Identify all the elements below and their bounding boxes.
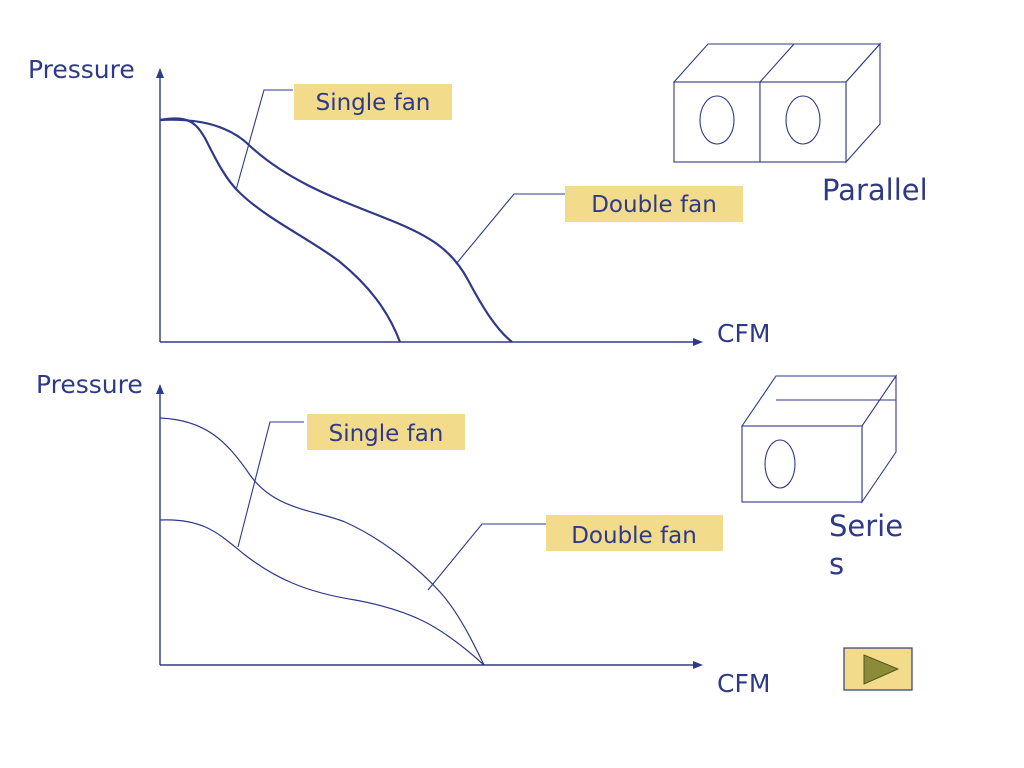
- bottom-single-fan-curve: [159, 519, 485, 666]
- top-single-fan-tag: Single fan: [294, 84, 452, 120]
- parallel-fans-icon: [672, 42, 882, 164]
- bottom-y-axis-arrow: [156, 384, 164, 394]
- bottom-double-fan-curve: [159, 417, 485, 666]
- parallel-divider: [759, 43, 795, 83]
- top-cfm-label: CFM: [717, 319, 770, 348]
- top-single-fan-text: Single fan: [316, 90, 431, 116]
- bottom-double-fan-box: [546, 515, 723, 551]
- bottom-single-fan-text: Single fan: [329, 421, 444, 447]
- parallel-diagram: Pressure CFM Single fan Double fan Paral…: [28, 42, 928, 348]
- top-axes: [156, 68, 703, 346]
- bottom-double-fan-tag: Double fan: [546, 515, 723, 551]
- top-single-leader: [235, 89, 293, 191]
- bottom-double-leader: [427, 523, 546, 591]
- bottom-single-fan-tag: Single fan: [307, 414, 465, 450]
- parallel-fan-right: [785, 95, 821, 145]
- series-diagram: Pressure CFM Single fan Double fan Serie…: [36, 370, 903, 698]
- bottom-single-fan-box: [307, 414, 465, 450]
- parallel-fan-left: [699, 95, 735, 145]
- bottom-axes: [156, 384, 703, 669]
- top-double-fan-tag: Double fan: [565, 186, 743, 222]
- top-double-fan-box: [565, 186, 743, 222]
- top-double-fan-curve: [159, 118, 513, 343]
- series-fans-icon: [740, 374, 898, 504]
- top-double-fan-text: Double fan: [591, 192, 717, 218]
- top-x-axis-arrow: [693, 338, 703, 346]
- top-single-fan-box: [294, 84, 452, 120]
- bottom-x-axis-arrow: [693, 661, 703, 669]
- series-fan: [764, 439, 796, 489]
- series-front: [741, 425, 863, 503]
- series-label-line1: Serie: [829, 509, 903, 543]
- bottom-single-leader: [237, 421, 304, 548]
- next-slide-button[interactable]: [843, 647, 913, 691]
- play-triangle-icon: [863, 654, 900, 685]
- top-double-leader: [455, 193, 566, 265]
- parallel-label: Parallel: [822, 173, 928, 207]
- top-pressure-label: Pressure: [28, 55, 135, 84]
- bottom-cfm-label: CFM: [717, 669, 770, 698]
- bottom-pressure-label: Pressure: [36, 370, 143, 399]
- bottom-double-fan-text: Double fan: [571, 523, 697, 549]
- top-y-axis-arrow: [156, 68, 164, 78]
- top-single-fan-curve: [159, 117, 402, 343]
- series-label-line2: s: [829, 547, 844, 581]
